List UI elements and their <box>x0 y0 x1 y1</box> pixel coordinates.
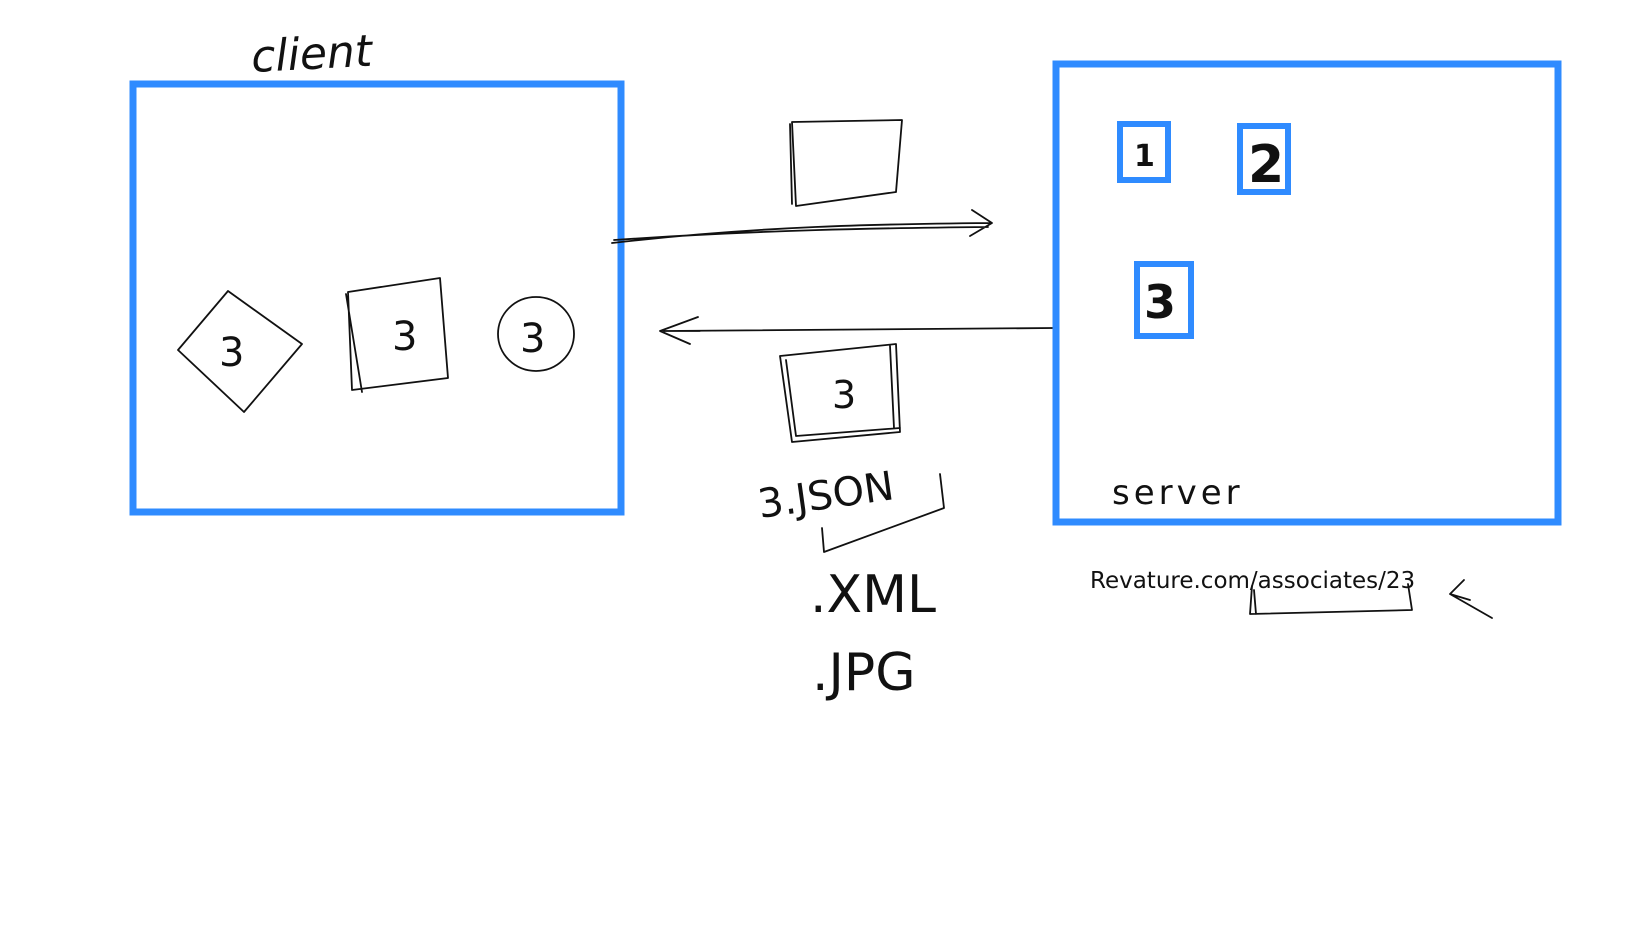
format-json: 3.JSON <box>755 463 897 528</box>
client-item-square: 3 <box>392 314 417 360</box>
request-package <box>789 119 903 207</box>
response-arrow <box>659 316 1055 345</box>
client-label: client <box>250 26 375 83</box>
response-item: 3 <box>832 373 856 417</box>
server-item-1-box <box>1117 121 1171 183</box>
server-item-2-box <box>1237 123 1291 195</box>
url-underline-bracket <box>1249 583 1413 615</box>
client-square-shape <box>345 277 449 393</box>
response-package <box>779 343 901 443</box>
server-box <box>1052 60 1562 526</box>
server-item-2: 2 <box>1248 135 1284 195</box>
format-xml: .XML <box>810 565 936 625</box>
format-jpg: .JPG <box>812 643 916 703</box>
client-box <box>129 80 625 516</box>
json-underline-bracket <box>821 473 945 553</box>
server-label: server <box>1112 473 1244 513</box>
request-arrow <box>611 209 993 244</box>
server-item-3-box <box>1134 261 1194 339</box>
server-item-3: 3 <box>1144 275 1176 329</box>
url-pointer-arrow <box>1449 579 1493 619</box>
client-item-diamond: 3 <box>219 330 244 376</box>
client-circle-shape <box>497 296 575 372</box>
server-item-1: 1 <box>1134 139 1155 174</box>
client-item-circle: 3 <box>520 316 545 362</box>
client-diamond-shape <box>177 290 303 413</box>
